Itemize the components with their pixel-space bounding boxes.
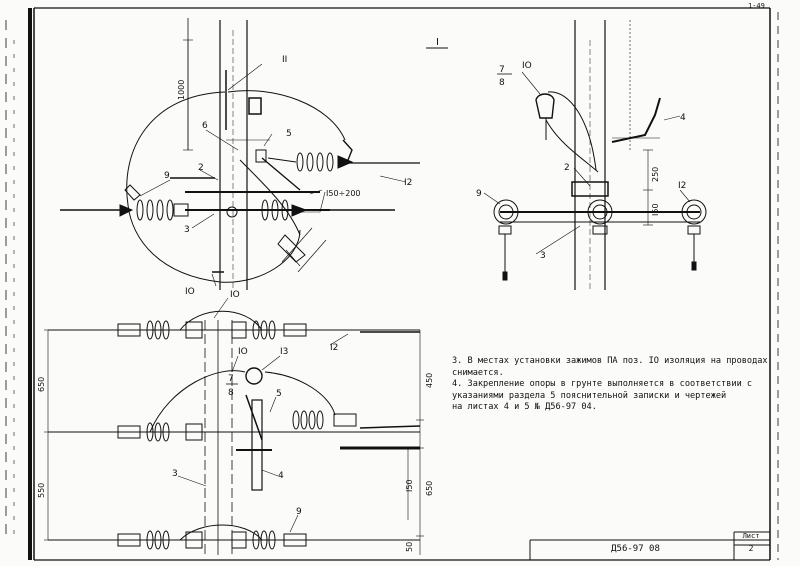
callout-IO: IO — [522, 61, 532, 71]
callout-I2: I2 — [678, 181, 686, 191]
callout-6: 6 — [202, 121, 208, 131]
sheet-frame — [5, 7, 779, 561]
top-right-view-labels: 7 8 IO 4 2 9 I2 3 250 I50 — [476, 61, 686, 261]
callout-I3: I3 — [280, 347, 288, 357]
top-right-view — [483, 20, 707, 290]
callout-3: 3 — [172, 469, 178, 479]
top-left-view-labels: 1000 I50÷200 II 6 5 2 9 3 IO I2 — [164, 55, 412, 297]
dim-right-50: 50 — [405, 542, 414, 552]
callout-II: II — [282, 55, 287, 65]
dim-right-450: 450 — [425, 373, 434, 388]
view-marker: I — [426, 37, 448, 49]
bottom-view — [44, 297, 424, 555]
dimension-1000: 1000 — [177, 80, 186, 100]
suspension-clamp-left — [493, 199, 519, 281]
fraction-7: 7 — [228, 374, 234, 384]
callout-4: 4 — [680, 113, 686, 123]
callout-5: 5 — [286, 129, 292, 139]
insulator-string-upper — [255, 149, 354, 172]
callout-IO: IO — [238, 347, 248, 357]
title-block — [529, 531, 770, 560]
dimension-range: I50÷200 — [326, 189, 361, 198]
dim-left-650: 650 — [37, 377, 46, 392]
drawing-code: Д56-97 08 — [611, 544, 660, 554]
suspension-clamp-right — [681, 199, 707, 271]
notes-block: 3. В местах установки зажимов ПА поз. IO… — [452, 356, 782, 414]
dim-right-650: 650 — [425, 481, 434, 496]
callout-5: 5 — [276, 389, 282, 399]
callout-I2: I2 — [404, 178, 412, 188]
top-left-view — [60, 18, 420, 290]
view-marker-label: I — [436, 37, 439, 48]
callout-9: 9 — [296, 507, 302, 517]
note-line: 4. Закрепление опоры в грунте выполняетс… — [452, 379, 753, 389]
insulator-chain-bottom — [117, 530, 307, 550]
callout-3: 3 — [184, 225, 190, 235]
callout-9: 9 — [164, 171, 170, 181]
dimension-250: 250 — [651, 167, 660, 182]
suspension-clamp-center — [587, 199, 613, 235]
note-line: на листах 4 и 5 № Д56-97 04. — [452, 402, 597, 412]
bottom-view-labels: IO I2 IO I3 5 3 4 9 7 8 650 550 450 I50 … — [37, 290, 434, 552]
callout-2: 2 — [198, 163, 204, 173]
dim-left-550: 550 — [37, 483, 46, 498]
sheet-number: 2 — [748, 544, 754, 553]
note-line: 3. В местах установки зажимов ПА поз. IO… — [452, 356, 768, 366]
callout-2: 2 — [564, 163, 570, 173]
page-number: 1-49 — [748, 2, 765, 10]
callout-IO: IO — [185, 287, 195, 297]
callout-I2: I2 — [330, 343, 338, 353]
sheet-label: Лист — [742, 532, 760, 540]
sheet-cell: Лист 2 — [734, 532, 768, 560]
dim-right-150: I50 — [405, 479, 414, 492]
fraction-8: 8 — [228, 388, 234, 398]
fraction-8: 8 — [499, 78, 505, 88]
callout-4: 4 — [278, 471, 284, 481]
insulator-string-right — [261, 199, 308, 221]
note-line: указаниями раздела 5 пояснительной запис… — [452, 390, 727, 401]
insulator-chain-middle — [117, 410, 357, 442]
callout-3: 3 — [540, 251, 546, 261]
dimension-150: I50 — [651, 203, 660, 216]
insulator-string-left — [119, 199, 189, 221]
insulator-chain-top — [117, 320, 307, 340]
callout-IO-top: IO — [230, 290, 240, 300]
note-line: снимается. — [452, 367, 504, 378]
fraction-7: 7 — [499, 65, 505, 75]
callout-9: 9 — [476, 189, 482, 199]
